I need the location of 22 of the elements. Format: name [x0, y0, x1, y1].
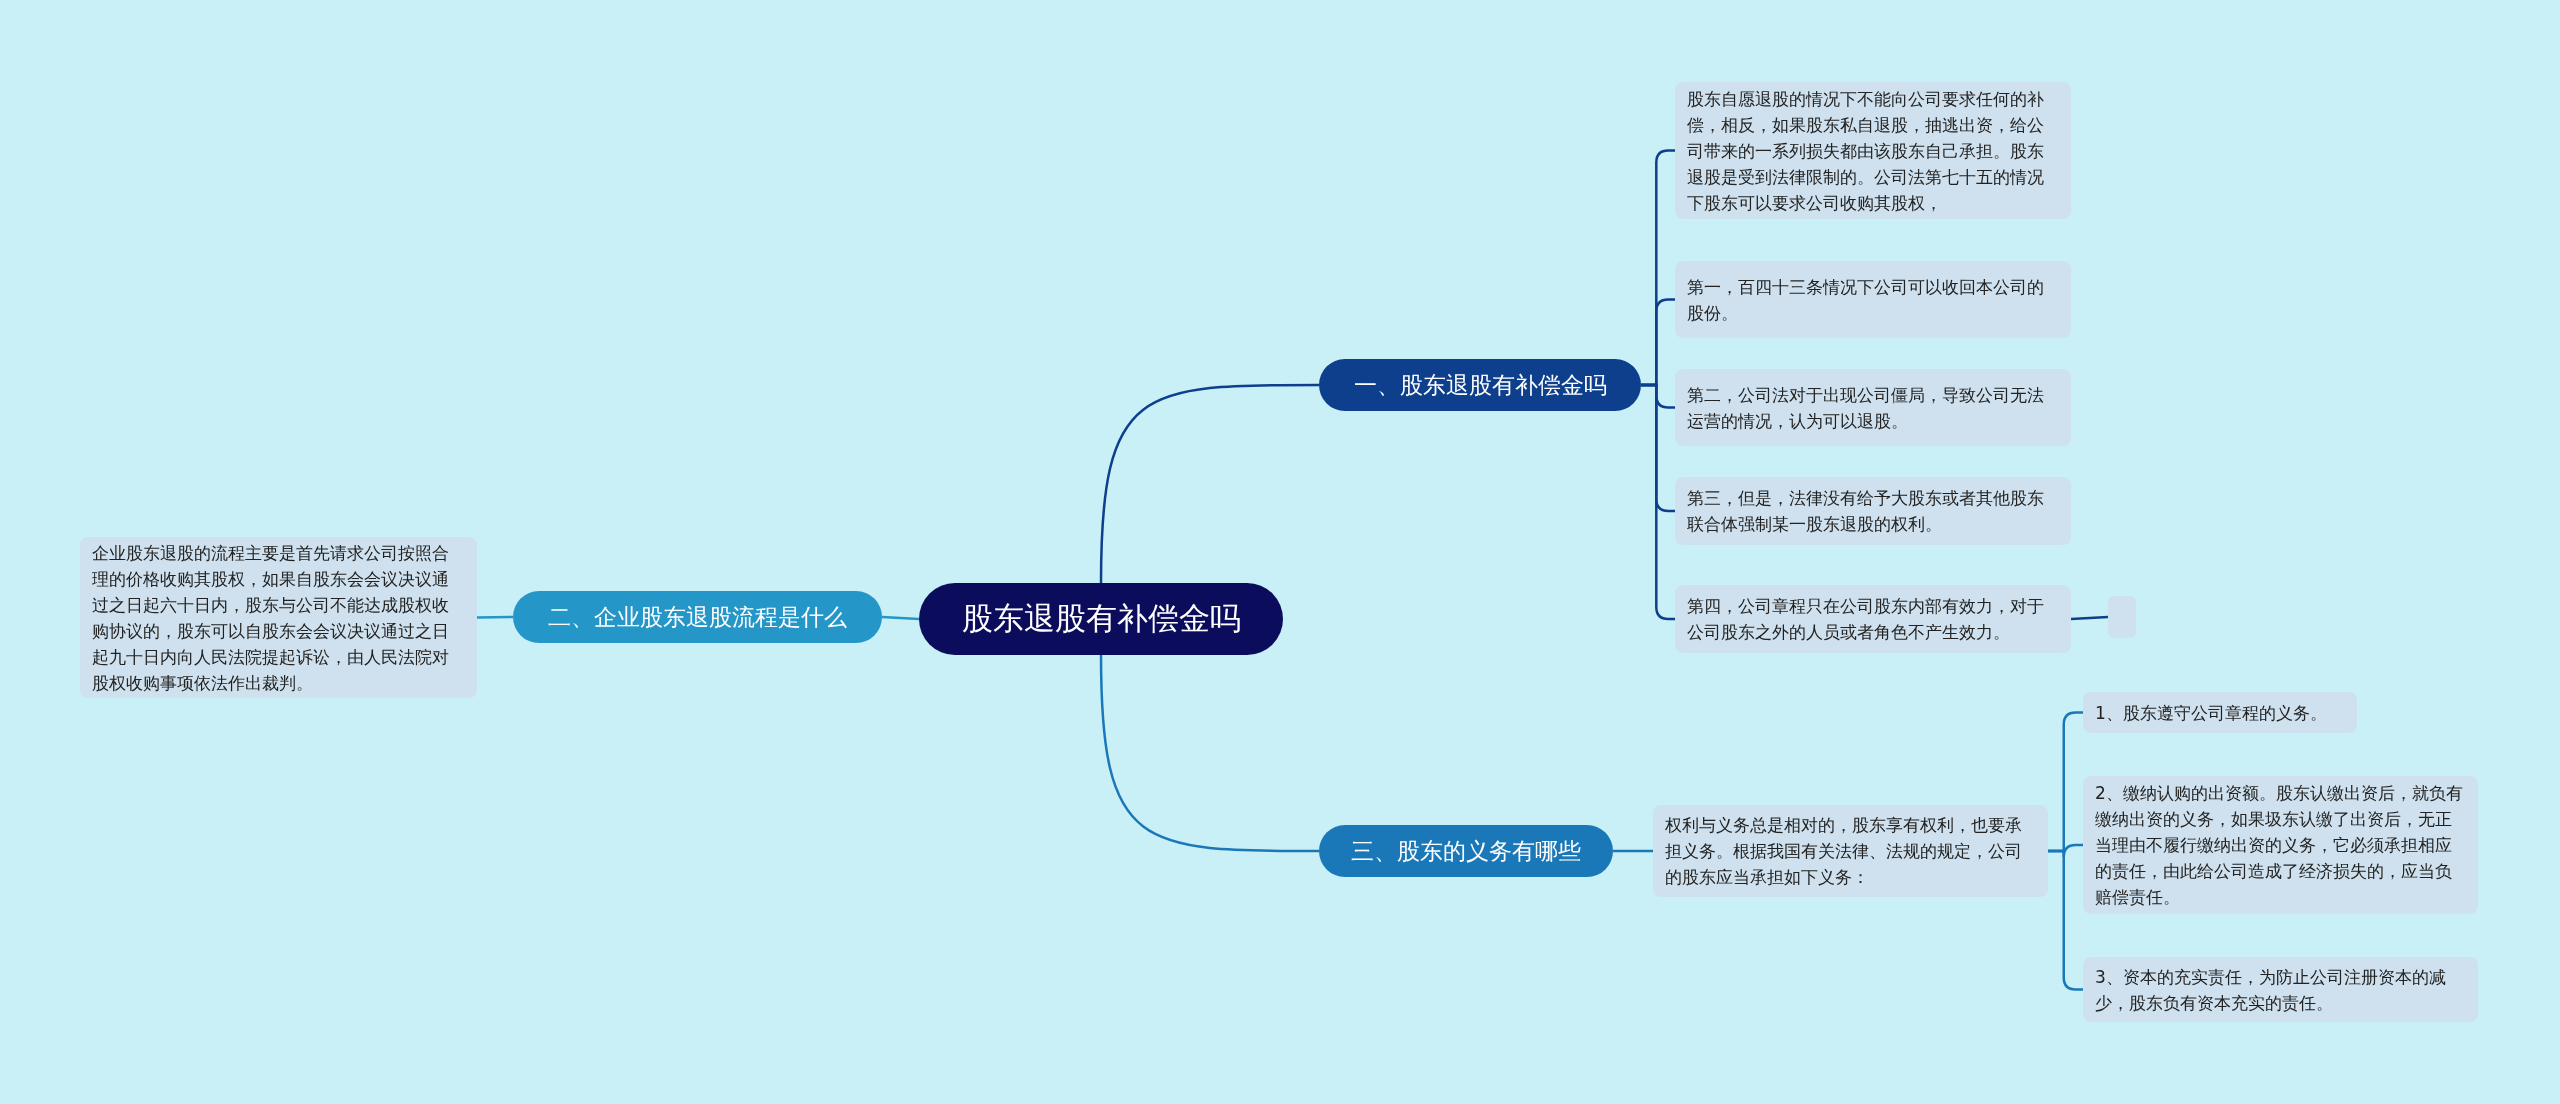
connector-line [477, 615, 513, 619]
central-topic: 股东退股有补偿金吗 [919, 583, 1283, 655]
empty-box [2108, 596, 2136, 638]
text-box: 1、股东遵守公司章程的义务。 [2083, 692, 2357, 733]
text-box: 权利与义务总是相对的，股东享有权利，也要承担义务。根据我国有关法律、法规的规定，公司的股东应当承担如下义务： [1653, 805, 2048, 897]
branch-topic: 二、企业股东退股流程是什么 [513, 591, 882, 643]
branch-topic: 一、股东退股有补偿金吗 [1319, 359, 1641, 411]
connector-line [881, 615, 920, 621]
text-box: 第三，但是，法律没有给予大股东或者其他股东联合体强制某一股东退股的权利。 [1675, 477, 2071, 545]
text-box: 3、资本的充实责任，为防止公司注册资本的减少，股东负有资本充实的责任。 [2083, 957, 2478, 1022]
text-box: 第四，公司章程只在公司股东内部有效力，对于公司股东之外的人员或者角色不产生效力。 [1675, 585, 2071, 653]
connector-line [2070, 615, 2109, 621]
text-box: 股东自愿退股的情况下不能向公司要求任何的补偿，相反，如果股东私自退股，抽逃出资，给公司带来的一系列损失都由该股东自己承担。股东退股是受到法律限制的。公司法第七十五的情况下股东可以要求公司收购其股权， [1675, 82, 2071, 219]
connector-line [1099, 383, 1319, 584]
text-box: 第二，公司法对于出现公司僵局，导致公司无法运营的情况，认为可以退股。 [1675, 369, 2071, 446]
branch-topic: 三、股东的义务有哪些 [1319, 825, 1613, 877]
connector-line [1099, 654, 1319, 853]
text-box: 第一，百四十三条情况下公司可以收回本公司的股份。 [1675, 261, 2071, 338]
text-box: 2、缴纳认购的出资额。股东认缴出资后，就负有缴纳出资的义务，如果圾东认缴了出资后，无正当理由不履行缴纳出资的义务，它必须承担相应的责任，由此给公司造成了经济损失的，应当负赔偿责任。 [2083, 776, 2478, 914]
text-box: 企业股东退股的流程主要是首先请求公司按照合理的价格收购其股权，如果自股东会会议决议通过之日起六十日内，股东与公司不能达成股权收购协议的，股东可以自股东会会议决议通过之日起九十日内向人民法院提起诉讼，由人民法院对股权收购事项依法作出裁判。 [80, 537, 477, 698]
connector-line [1613, 849, 1653, 853]
connector-line [2048, 849, 2083, 991]
